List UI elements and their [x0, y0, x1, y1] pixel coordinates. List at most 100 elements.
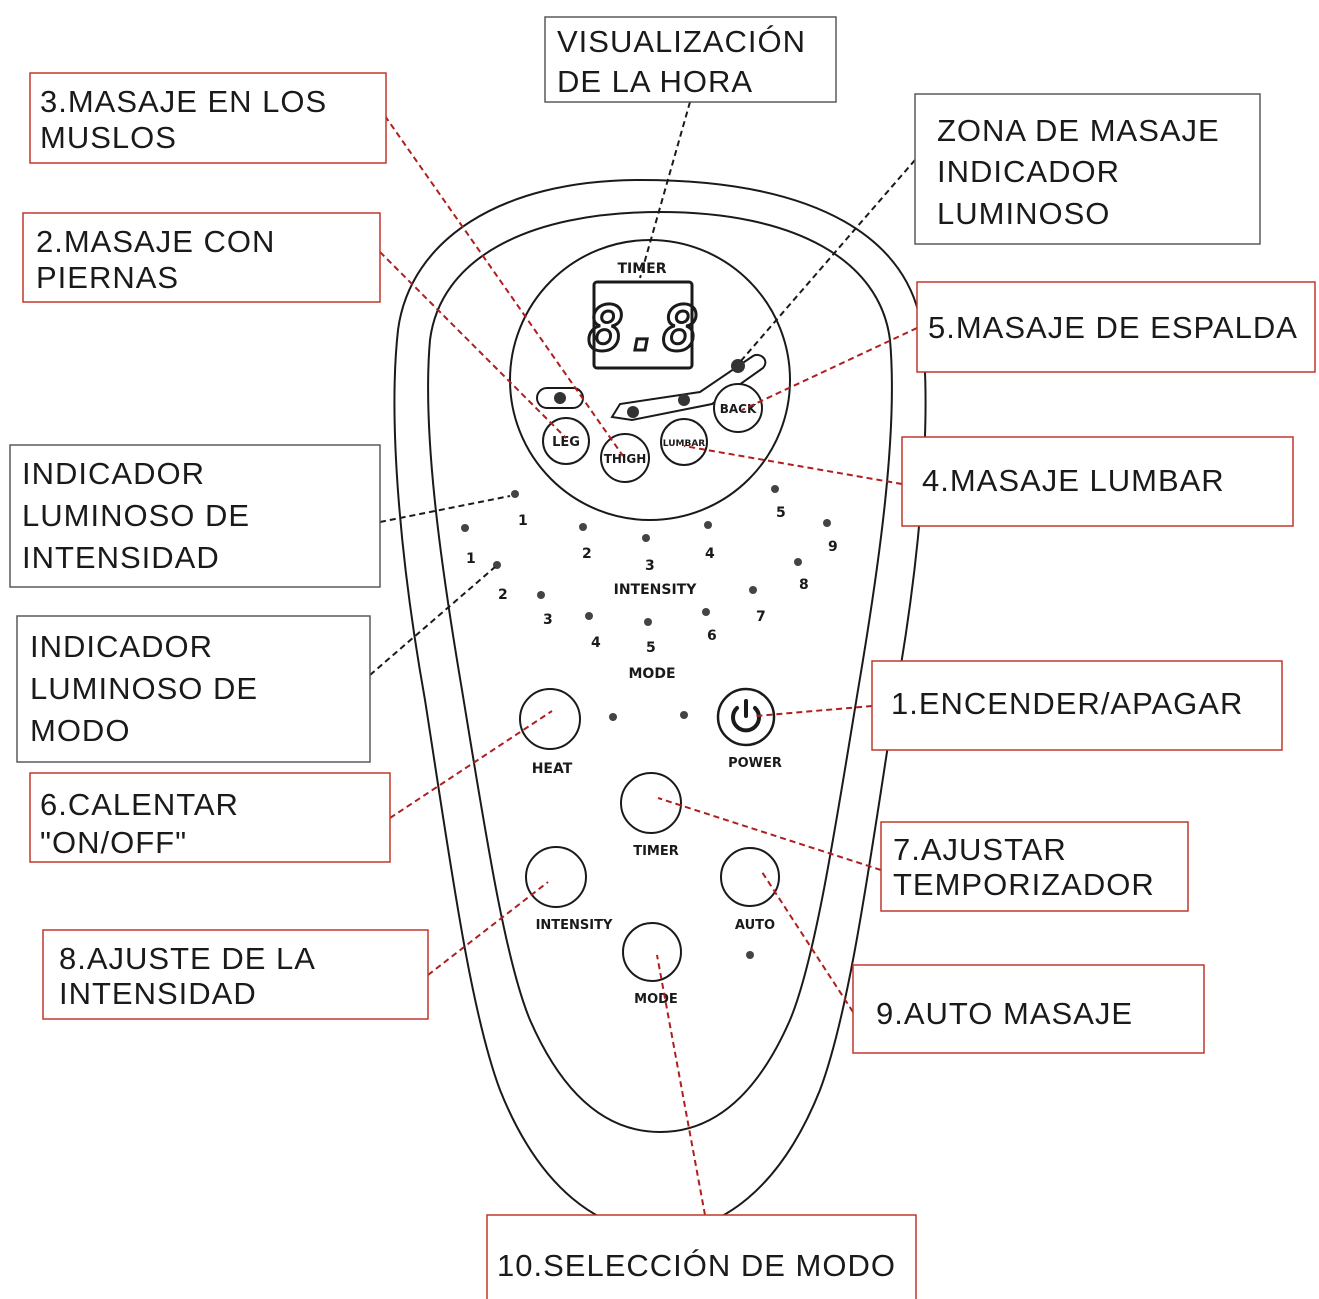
- callout-line: MODO: [30, 713, 130, 748]
- timer-button-label: TIMER: [633, 844, 679, 859]
- leader-heat: [389, 710, 553, 819]
- callout-power: 1.ENCENDER/APAGAR: [871, 660, 1283, 751]
- auto-button-label: AUTO: [735, 918, 775, 933]
- intensity-number: 1: [518, 513, 528, 529]
- auto-button[interactable]: AUTO: [720, 847, 780, 933]
- callout-timer-set: 7.AJUSTAR TEMPORIZADOR: [880, 821, 1189, 912]
- mode-number: 5: [646, 640, 656, 656]
- mode-number: 3: [543, 612, 553, 628]
- callout-line: 5.MASAJE DE ESPALDA: [928, 310, 1298, 345]
- callout-back-massage: 5.MASAJE DE ESPALDA: [916, 281, 1316, 373]
- mode-number: 1: [466, 551, 476, 567]
- callout-line: 4.MASAJE LUMBAR: [922, 463, 1225, 498]
- callout-leg-massage: 2.MASAJE CON PIERNAS: [22, 212, 381, 303]
- callout-thigh-massage: 3.MASAJE EN LOS MUSLOS: [29, 72, 387, 164]
- callout-line: "ON/OFF": [40, 825, 187, 860]
- leg-button[interactable]: LEG: [542, 417, 590, 465]
- callout-line: PIERNAS: [36, 260, 179, 295]
- mode-button-label: MODE: [634, 992, 678, 1007]
- callout-line: 10.SELECCIÓN DE MODO: [497, 1248, 896, 1283]
- thigh-button[interactable]: THIGH: [600, 433, 650, 483]
- lumbar-button-label: LUMBAR: [663, 439, 706, 449]
- mode-number: 6: [707, 628, 717, 644]
- back-button-label: BACK: [720, 402, 757, 416]
- power-button-label: POWER: [728, 756, 782, 771]
- callout-line: INDICADOR: [22, 456, 205, 491]
- intensity-number: 2: [582, 546, 592, 562]
- callout-line: INTENSIDAD: [59, 976, 257, 1011]
- leader-back: [741, 327, 918, 411]
- back-button[interactable]: BACK: [713, 383, 763, 433]
- callout-line: VISUALIZACIÓN: [557, 24, 806, 59]
- intensity-number: 5: [776, 505, 786, 521]
- callout-line: 3.MASAJE EN LOS: [40, 84, 327, 119]
- leader-timer: [657, 797, 882, 871]
- intensity-number: 4: [705, 546, 715, 562]
- mode-indicator: 1 2 3 4 5 6 7 8 9 MODE: [461, 519, 838, 682]
- lumbar-button[interactable]: LUMBAR: [660, 418, 708, 466]
- intensity-number: 3: [645, 558, 655, 574]
- callout-line: MUSLOS: [40, 120, 177, 155]
- callout-intensity-set: 8.AJUSTE DE LA INTENSIDAD: [42, 929, 429, 1020]
- callout-line: LUMINOSO DE: [30, 671, 258, 706]
- mode-title: MODE: [628, 666, 675, 682]
- callout-line: INDICADOR: [30, 629, 213, 664]
- callout-auto: 9.AUTO MASAJE: [852, 964, 1205, 1054]
- leg-button-label: LEG: [552, 435, 580, 450]
- leader-time-display: [639, 101, 691, 279]
- mode-number: 7: [756, 609, 766, 625]
- mode-button[interactable]: MODE: [622, 922, 682, 1007]
- intensity-title: INTENSITY: [614, 582, 698, 598]
- callout-line: ZONA DE MASAJE: [937, 113, 1220, 148]
- leader-mode: [656, 954, 706, 1216]
- callout-line: INDICADOR: [937, 154, 1120, 189]
- callout-lumbar-massage: 4.MASAJE LUMBAR: [901, 436, 1294, 527]
- remote-inner-outline: [427, 210, 893, 1134]
- callout-time-display: VISUALIZACIÓN DE LA HORA: [544, 16, 837, 103]
- callout-zone-indicator: ZONA DE MASAJE INDICADOR LUMINOSO: [914, 93, 1261, 245]
- callout-heat: 6.CALENTAR "ON/OFF": [29, 772, 391, 863]
- power-button[interactable]: POWER: [716, 687, 782, 771]
- callout-line: LUMINOSO DE: [22, 498, 250, 533]
- intensity-button[interactable]: INTENSITY: [525, 846, 613, 933]
- mode-number: 4: [591, 635, 601, 651]
- callout-line: TEMPORIZADOR: [893, 867, 1155, 902]
- leader-intensity: [427, 881, 549, 976]
- intensity-indicator: 1 2 3 4 5 INTENSITY: [511, 485, 786, 598]
- callout-line: DE LA HORA: [557, 64, 753, 99]
- callout-mode-indicator: INDICADOR LUMINOSO DE MODO: [16, 615, 371, 763]
- leg-indicator-led: [554, 392, 566, 404]
- leader-lines: [369, 101, 918, 1216]
- callout-line: 7.AJUSTAR: [893, 832, 1067, 867]
- heat-button-label: HEAT: [532, 761, 573, 777]
- leader-zone-indicator: [739, 159, 916, 363]
- leader-auto: [761, 871, 854, 1013]
- heat-led: [609, 713, 617, 721]
- leader-mode-indicator: [369, 566, 496, 676]
- mode-number: 9: [828, 539, 838, 555]
- callout-line: 8.AJUSTE DE LA: [59, 941, 316, 976]
- callout-line: 9.AUTO MASAJE: [876, 996, 1133, 1031]
- back-indicator-led: [731, 359, 745, 373]
- callout-line: 2.MASAJE CON: [36, 224, 275, 259]
- leader-leg: [379, 251, 567, 439]
- thigh-indicator-led: [627, 406, 639, 418]
- callout-intensity-indicator: INDICADOR LUMINOSO DE INTENSIDAD: [9, 444, 381, 588]
- callout-mode-select: 10.SELECCIÓN DE MODO: [486, 1214, 917, 1299]
- mode-number: 8: [799, 577, 809, 593]
- leader-intensity-indicator: [379, 495, 511, 523]
- mode-number: 2: [498, 587, 508, 603]
- leader-thigh: [384, 115, 624, 457]
- leader-lumbar: [683, 445, 903, 485]
- callout-line: LUMINOSO: [937, 196, 1110, 231]
- timer-display: [592, 280, 694, 370]
- intensity-button-label: INTENSITY: [536, 918, 613, 933]
- auto-led: [746, 951, 754, 959]
- timer-button[interactable]: TIMER: [620, 772, 682, 859]
- control-panel: TIMER 8.8 LEG THIGH LUMBAR BACK: [509, 239, 791, 521]
- heat-button[interactable]: HEAT: [519, 688, 581, 777]
- callout-line: INTENSIDAD: [22, 540, 220, 575]
- callout-line: 1.ENCENDER/APAGAR: [891, 686, 1243, 721]
